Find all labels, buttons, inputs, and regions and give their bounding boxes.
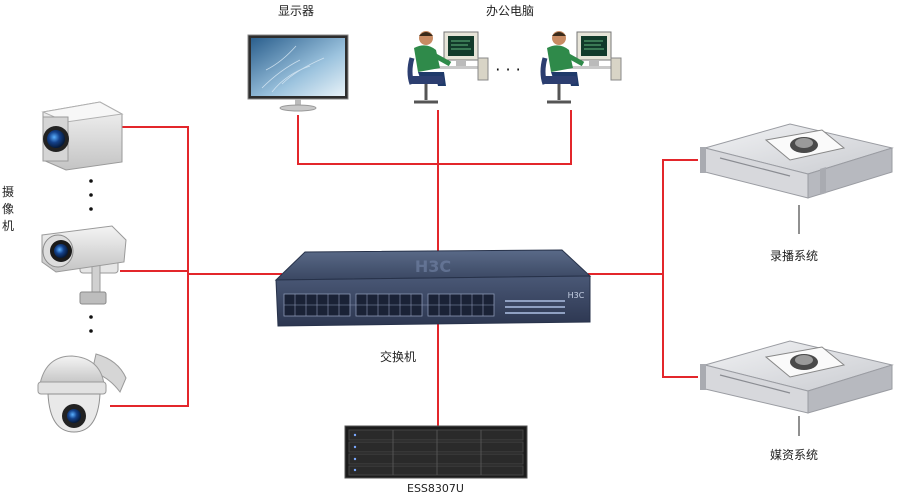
camera-label: 摄像机 <box>1 185 14 233</box>
link-office-bus <box>297 110 572 165</box>
camera-dome-icon <box>37 353 127 433</box>
pc-ellipsis: · · · <box>495 60 520 79</box>
switch-label: 交换机 <box>380 350 417 364</box>
link-cameras-bus <box>110 126 189 407</box>
office-pcs-label: 办公电脑 <box>486 4 535 18</box>
storage-label: ESS8307U <box>407 482 464 495</box>
camera-ellipsis-dots <box>89 179 93 333</box>
server-icon <box>700 123 894 199</box>
camera-bullet-icon <box>41 225 127 305</box>
link-switch-to-servers <box>588 159 698 378</box>
network-switch-icon: H3C H3C <box>274 249 592 327</box>
office-pc-icon <box>407 31 489 104</box>
server-icon <box>700 340 894 414</box>
connection-lines <box>110 110 698 426</box>
camera-box-icon <box>41 101 124 171</box>
office-pc-icon <box>540 31 622 104</box>
monitor-label: 显示器 <box>278 4 315 18</box>
recording-system-label: 录播系统 <box>770 249 819 263</box>
monitor-icon <box>247 34 349 112</box>
media-system-label: 媒资系统 <box>770 448 819 462</box>
switch-brand-front: H3C <box>568 291 585 300</box>
storage-array-icon <box>344 425 528 479</box>
switch-brand-top: H3C <box>415 257 451 276</box>
